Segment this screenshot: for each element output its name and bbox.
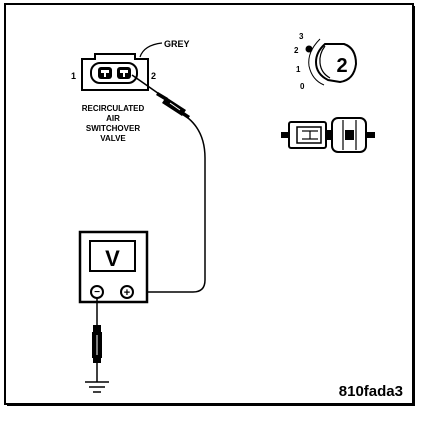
selector-label-0: 0 (300, 82, 305, 91)
selector-label-1: 1 (296, 65, 301, 74)
meter-display (89, 240, 136, 272)
selector-knob-value: 2 (336, 55, 347, 77)
positive-terminal-symbol: + (124, 287, 130, 299)
valve-name-line-4: VALVE (100, 134, 126, 143)
valve-name: RECIRCULATED AIR SWITCHOVER VALVE (82, 104, 145, 143)
wire-color-label: GREY (164, 39, 190, 49)
positive-terminal (120, 285, 134, 299)
valve-name-line-1: RECIRCULATED (82, 104, 145, 113)
selector-scale: 3 2 1 0 (294, 32, 325, 91)
negative-terminal-symbol: − (94, 287, 100, 298)
valve-name-line-2: AIR (106, 114, 120, 123)
grey-wire-leader (139, 42, 163, 58)
terminal-2 (117, 67, 131, 79)
pin-1-label: 1 (71, 71, 76, 81)
selector-arc (308, 38, 325, 86)
selector-label-2: 2 (294, 46, 299, 55)
positive-lead-wire (133, 117, 206, 293)
figure-id: 810fada3 (339, 383, 403, 400)
ground-icon (85, 381, 109, 393)
pin-2-label: 2 (151, 71, 156, 81)
terminal-1 (98, 67, 112, 79)
connector-pair-icon (281, 117, 375, 153)
selector-knob-icon: 2 (314, 43, 358, 84)
positive-probe (131, 74, 190, 119)
selector-pointer (305, 45, 313, 53)
valve-name-line-3: SWITCHOVER (86, 124, 140, 133)
valve-connector (81, 53, 149, 91)
selector-label-3: 3 (299, 32, 304, 41)
voltmeter: V − + (78, 230, 149, 304)
negative-probe (92, 298, 102, 382)
meter-display-symbol: V (105, 246, 120, 271)
